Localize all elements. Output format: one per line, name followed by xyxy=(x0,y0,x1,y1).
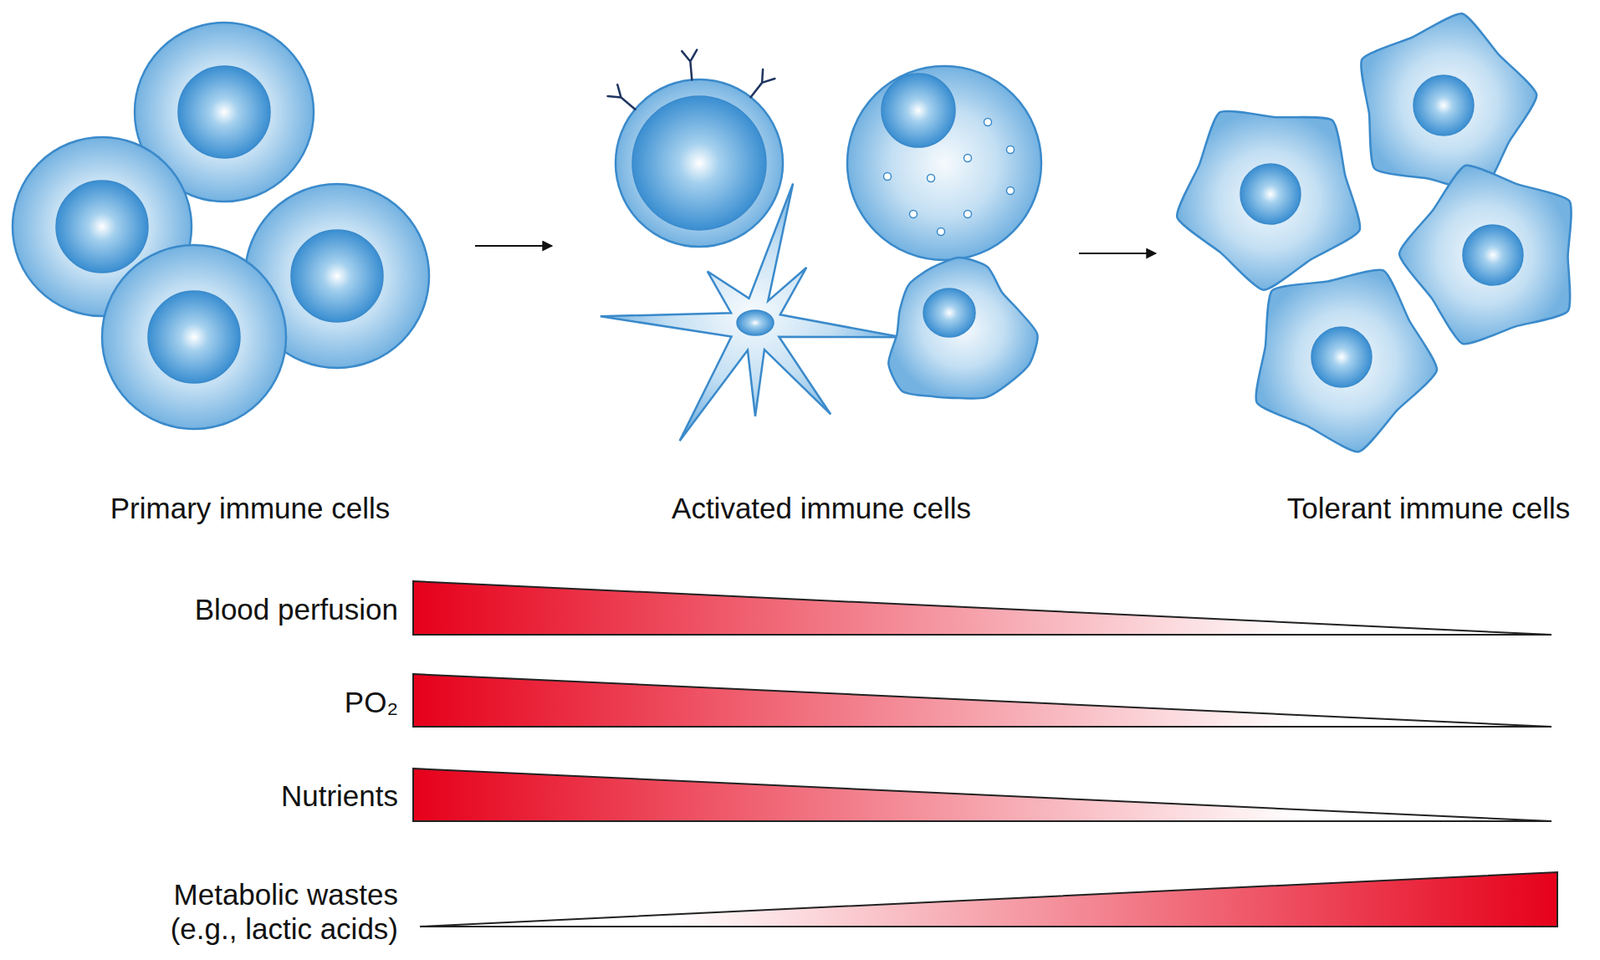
granule xyxy=(937,228,946,236)
cell-nucleus xyxy=(736,310,774,336)
tolerant-cell xyxy=(1399,165,1572,345)
group-caption: Tolerant immune cells xyxy=(1287,491,1570,526)
macrophage-cell xyxy=(888,257,1038,399)
gradient-label: Metabolic wastes (e.g., lactic acids) xyxy=(130,877,399,946)
gradient-label: PO₂ xyxy=(130,684,399,720)
flow-arrow xyxy=(475,245,553,247)
cell-nucleus xyxy=(148,291,241,384)
granule xyxy=(1007,187,1015,195)
cell-nucleus xyxy=(56,180,149,273)
cell-nucleus xyxy=(178,66,271,159)
gradient-bars xyxy=(413,581,1558,927)
cell-group: Tolerant immune cells xyxy=(1155,8,1595,544)
cell-nucleus xyxy=(291,230,384,323)
gradient-label: Blood perfusion xyxy=(130,592,399,627)
granule xyxy=(964,210,972,219)
cell-group: Primary immune cells xyxy=(16,8,476,544)
granule xyxy=(984,118,992,127)
cell-nucleus xyxy=(632,96,767,231)
increasing-wedge xyxy=(419,872,1558,927)
group-caption: Activated immune cells xyxy=(671,491,972,526)
cell-body xyxy=(847,66,1042,261)
granule xyxy=(927,174,936,183)
tolerant-cell xyxy=(1360,13,1537,191)
cell-nucleus xyxy=(1311,327,1372,388)
cell-illustrations xyxy=(12,13,1572,452)
granule xyxy=(1007,146,1015,154)
cell-nucleus xyxy=(923,288,976,338)
tolerant-cell xyxy=(1256,270,1437,453)
decreasing-wedge xyxy=(413,581,1552,635)
gradient-label: Nutrients xyxy=(130,778,399,813)
granule xyxy=(884,173,892,181)
cell-nucleus xyxy=(1462,224,1524,286)
cell-group: Activated immune cells xyxy=(552,8,1079,544)
receptor-symbol xyxy=(751,69,776,98)
decreasing-wedge xyxy=(413,674,1552,727)
cell-nucleus xyxy=(1413,75,1474,136)
cell-body xyxy=(615,79,783,247)
receptor-symbol xyxy=(608,84,636,110)
flow-arrow xyxy=(1078,252,1156,255)
cell-nucleus xyxy=(1240,163,1301,225)
granule xyxy=(964,154,972,163)
receptor-symbol xyxy=(681,50,697,81)
dendritic-cell xyxy=(600,183,902,441)
decreasing-wedge xyxy=(413,768,1552,822)
granule xyxy=(909,210,918,219)
group-caption: Primary immune cells xyxy=(110,491,391,526)
cell-nucleus xyxy=(881,73,956,148)
tolerant-cell xyxy=(1176,111,1360,291)
cell-body xyxy=(102,245,287,430)
